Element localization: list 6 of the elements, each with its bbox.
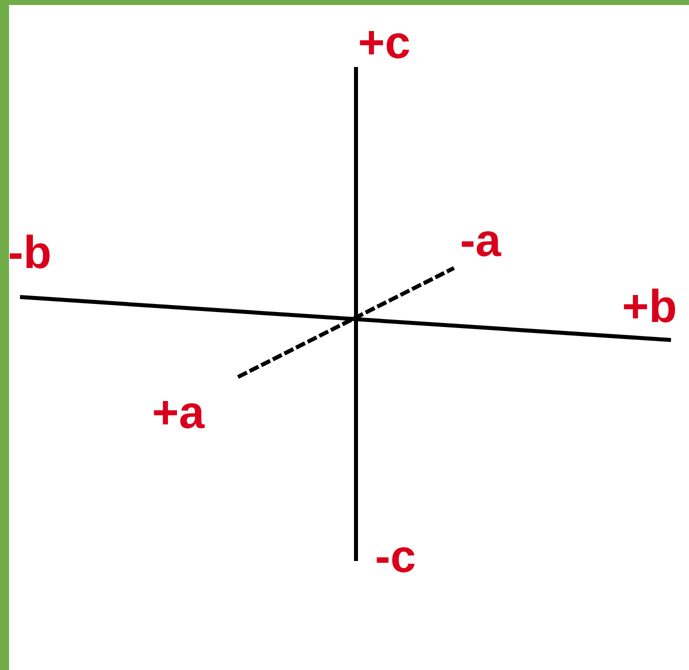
axis-label: -c xyxy=(375,536,416,576)
axis-label: +c xyxy=(358,22,410,62)
axis-label: -b xyxy=(8,232,52,272)
axis-label: -a xyxy=(460,220,501,260)
axis-label: +b xyxy=(622,286,677,326)
axis-label: +a xyxy=(152,392,204,432)
